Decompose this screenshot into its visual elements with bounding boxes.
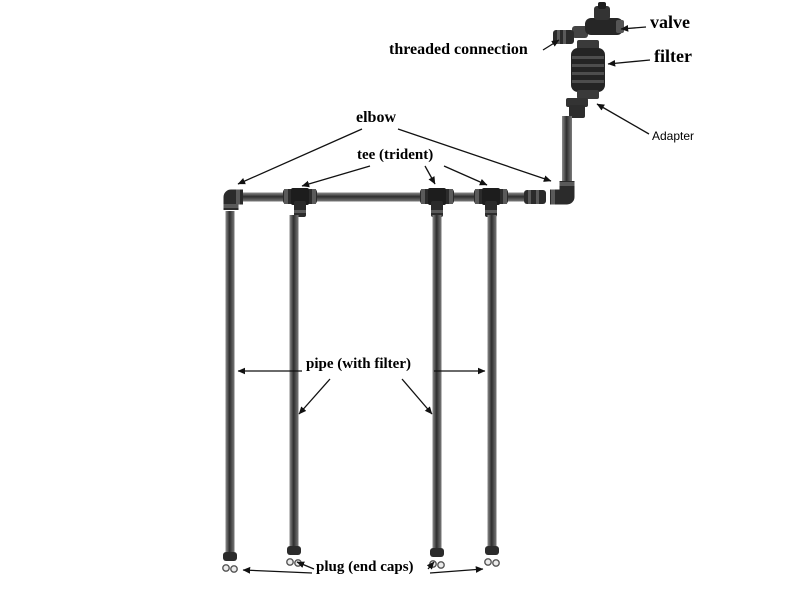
- label-filter: filter: [654, 46, 692, 66]
- annotation-arrows: [237, 25, 651, 574]
- arrow-valve: [620, 25, 647, 32]
- valve-component: [572, 2, 624, 38]
- vertical-pipe-3: [432, 215, 442, 548]
- arrow-adapter: [596, 103, 650, 135]
- label-plug: plug (end caps): [316, 559, 414, 575]
- arrow-elbow-right: [397, 128, 552, 182]
- arrow-plug-2: [296, 561, 315, 570]
- arrow-threaded-connection: [542, 39, 560, 51]
- arrow-plug-4: [429, 566, 484, 574]
- tee-fitting-3: [474, 188, 508, 217]
- label-adapter: Adapter: [652, 129, 695, 143]
- adapter-component: [566, 98, 588, 118]
- end-cap-1: [222, 551, 238, 573]
- vertical-pipe-2: [289, 215, 299, 546]
- label-pipe: pipe (with filter): [306, 356, 411, 372]
- manifold-pipe: [241, 190, 546, 204]
- label-valve: valve: [650, 12, 690, 32]
- arrow-plug-3: [426, 561, 435, 570]
- label-tee: tee (trident): [357, 147, 434, 163]
- arrow-elbow-left: [237, 128, 363, 185]
- arrow-pipe-diag-right: [401, 378, 433, 415]
- label-elbow: elbow: [356, 109, 396, 126]
- tee-fitting-1: [283, 188, 317, 217]
- filter-component: [571, 40, 605, 99]
- arrow-tee-1: [301, 165, 371, 188]
- label-threaded-connection: threaded connection: [389, 41, 528, 58]
- arrow-pipe-diag-left: [298, 378, 331, 415]
- supply-pipe: [562, 116, 572, 184]
- vertical-pipe-4: [487, 215, 497, 546]
- end-cap-4: [484, 545, 500, 567]
- vertical-pipe-1: [225, 211, 235, 552]
- arrow-tee-2: [424, 165, 436, 185]
- tee-fitting-2: [420, 188, 454, 217]
- right-elbow-fitting: [550, 181, 575, 205]
- arrow-filter: [607, 59, 651, 67]
- arrow-plug-1: [242, 566, 313, 574]
- left-elbow-fitting: [224, 190, 244, 211]
- arrow-tee-3: [443, 165, 488, 186]
